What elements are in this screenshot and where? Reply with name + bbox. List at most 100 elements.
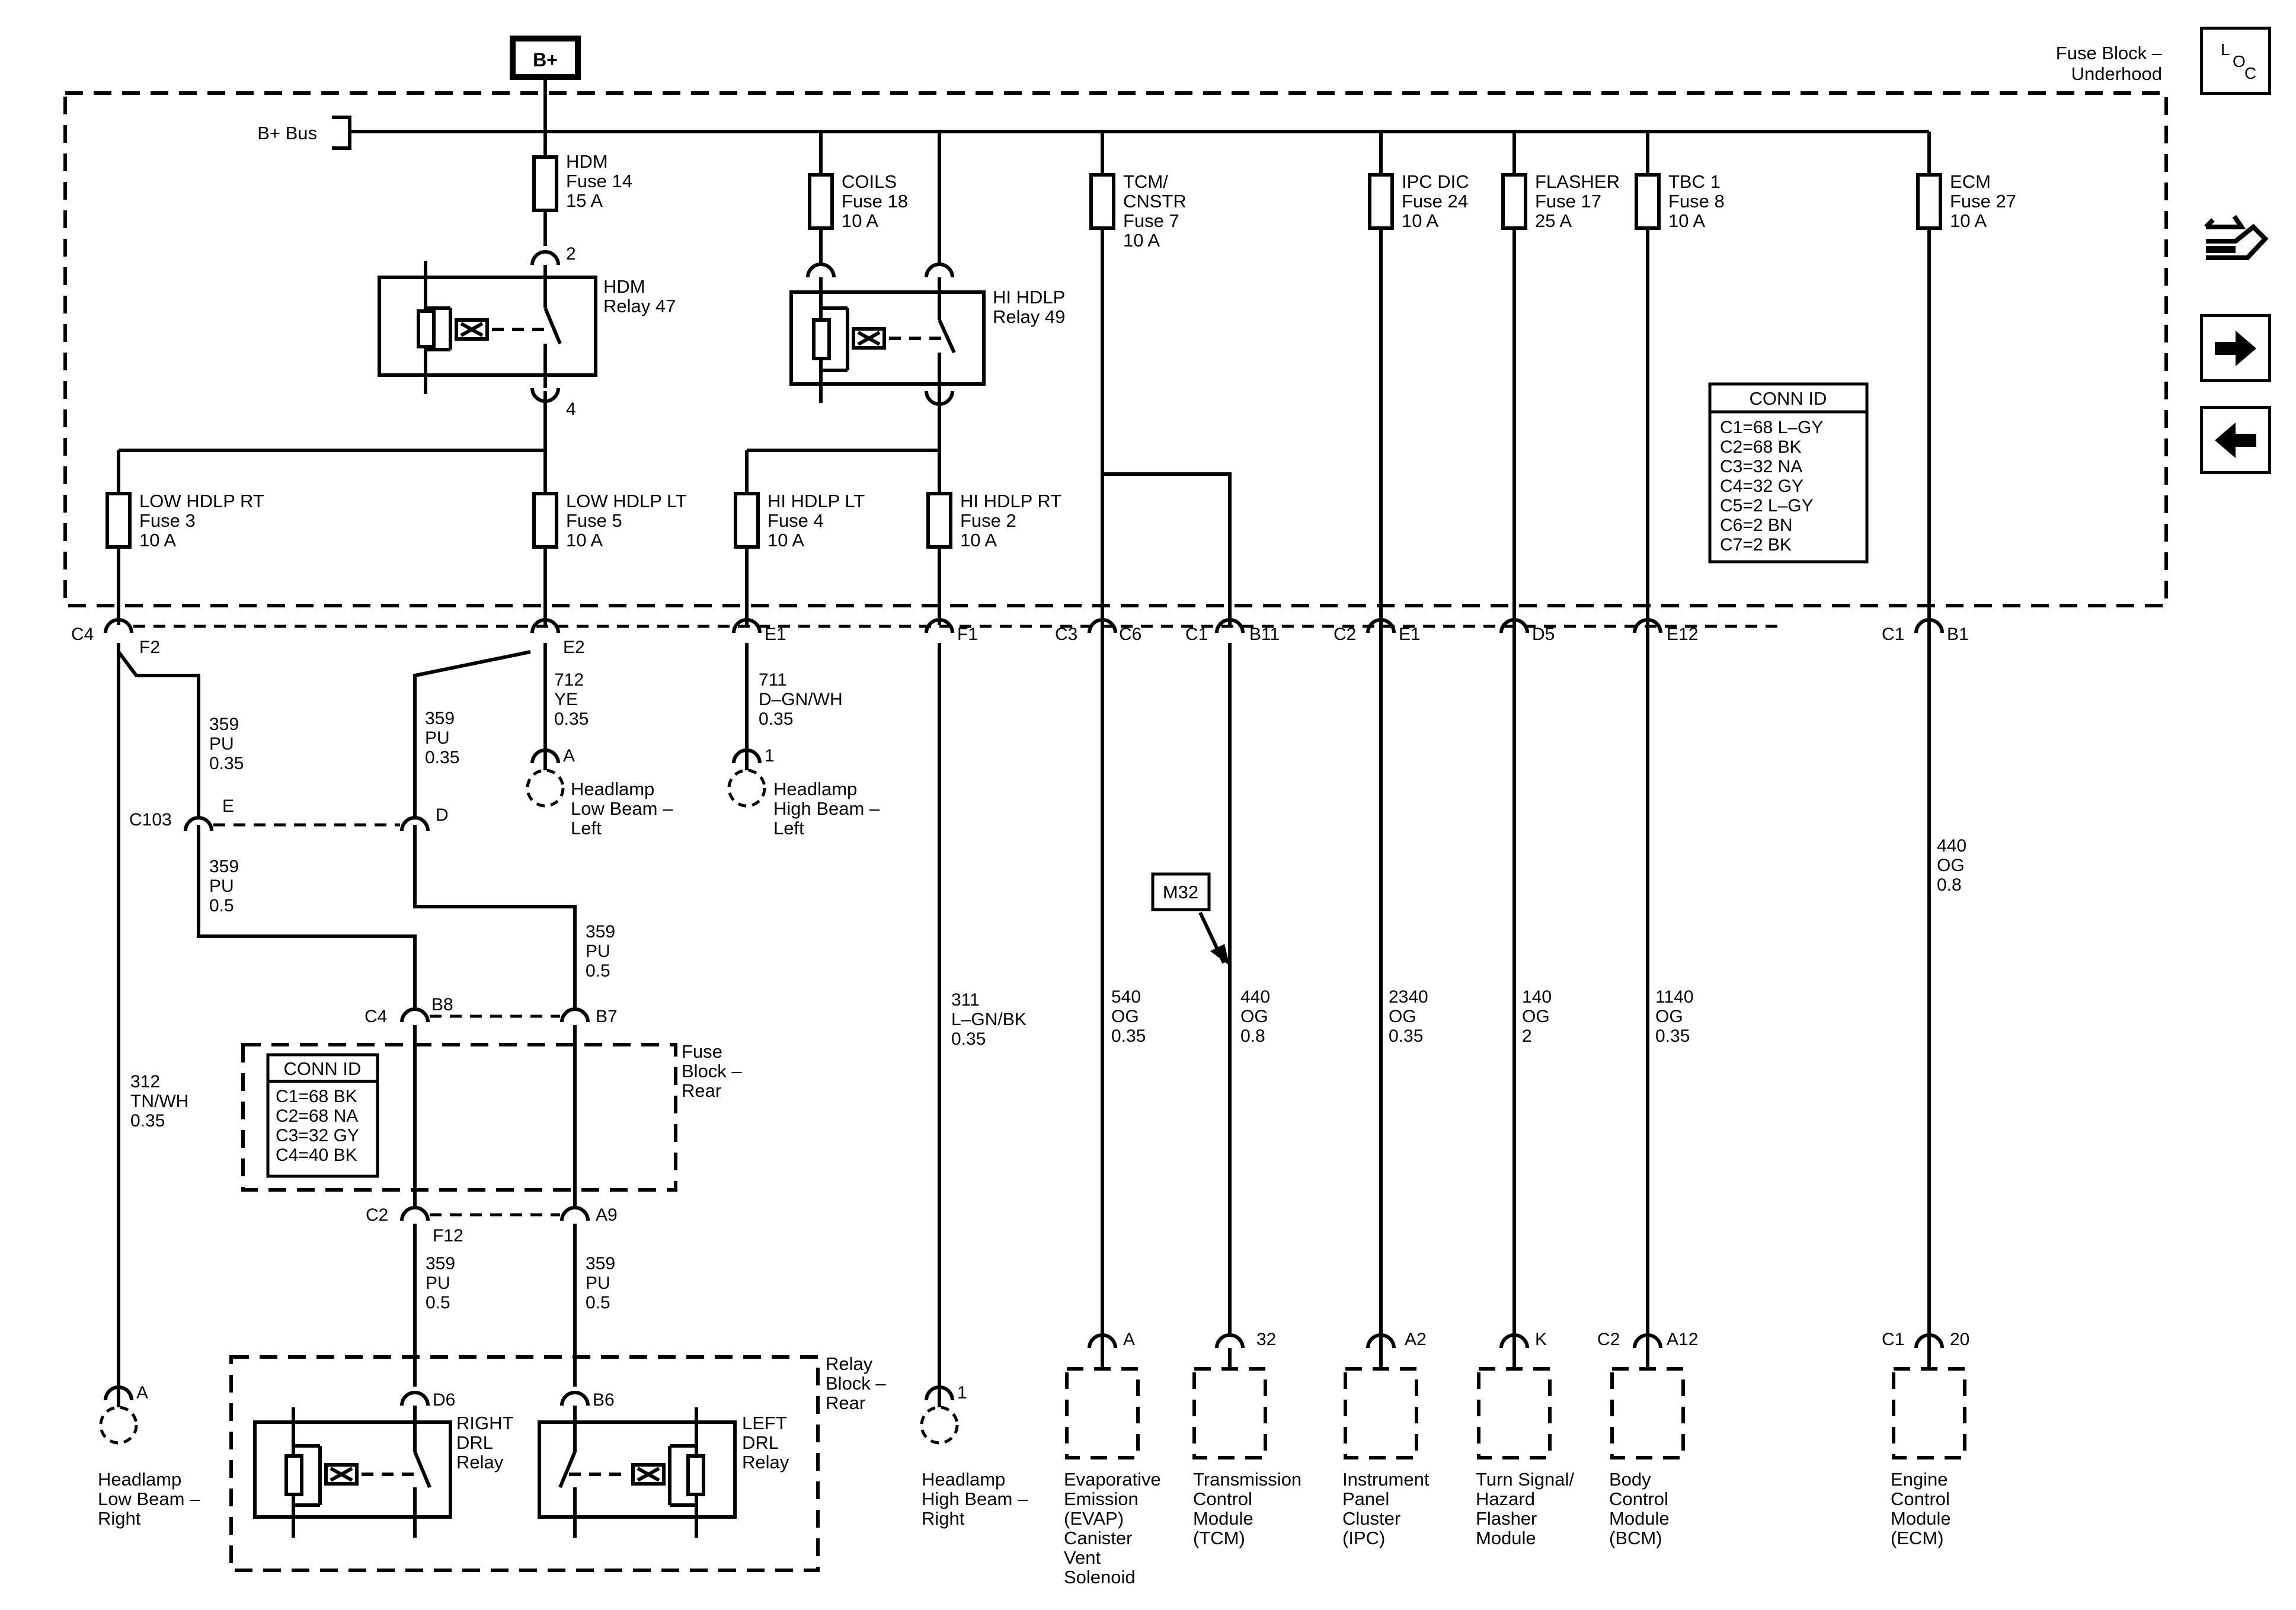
loc-button[interactable]: L O C — [2200, 27, 2271, 95]
battery-label: B+ — [533, 49, 558, 71]
pin-b11: B11 — [1249, 625, 1280, 644]
wire-label: 359 — [425, 709, 455, 728]
pin-e12: E12 — [1667, 625, 1698, 644]
fuse-block-rear-label: Fuse — [682, 1041, 722, 1062]
pin-e1: E1 — [1399, 625, 1421, 644]
connector-view-button[interactable] — [2200, 204, 2271, 281]
fuse-rating: 10 A — [842, 210, 878, 231]
svg-text:Flasher: Flasher — [1476, 1508, 1537, 1529]
wire-labels: 359 PU 0.35 359 PU 0.35 712 YE 0.35 711 … — [130, 670, 1966, 1313]
svg-text:Left: Left — [571, 818, 602, 838]
wire-label: 540 — [1111, 987, 1141, 1007]
conn-id-row: C6=2 BN — [1720, 516, 1793, 535]
fuse-number: Fuse 27 — [1950, 191, 2016, 212]
fuse-label: HI HDLP RT — [960, 491, 1061, 511]
wire-label: 359 — [586, 1254, 615, 1273]
flasher-module-box — [1477, 1367, 1552, 1459]
fuse-label-2: CNSTR — [1123, 191, 1187, 212]
pin-c2: C2 — [366, 1205, 388, 1225]
svg-text:Transmission: Transmission — [1193, 1469, 1302, 1490]
fuse-label: TCM/ — [1123, 171, 1168, 192]
fuse-label: FLASHER — [1535, 171, 1620, 192]
wire-label: YE — [554, 690, 578, 709]
conn-id-row: C1=68 BK — [276, 1087, 357, 1106]
fuse-ecm: ECM Fuse 27 10 A — [1918, 171, 2016, 231]
wire-label: 312 — [130, 1072, 160, 1092]
fuse-number: Fuse 2 — [960, 510, 1016, 531]
pin-c4: C4 — [364, 1007, 387, 1026]
svg-text:(BCM): (BCM) — [1609, 1528, 1662, 1548]
svg-text:Control: Control — [1193, 1489, 1252, 1509]
previous-page-button[interactable] — [2200, 406, 2271, 474]
wire-label: 1140 — [1655, 987, 1694, 1007]
wire-label: OG — [1389, 1007, 1416, 1026]
svg-text:Control: Control — [1891, 1489, 1950, 1509]
left-drl-label: DRL — [742, 1432, 779, 1453]
conn-id-rear: CONN ID C1=68 BK C2=68 NA C3=32 GY C4=40… — [266, 1053, 379, 1178]
wire-label: 0.35 — [1389, 1026, 1423, 1046]
tcm-module-box — [1192, 1367, 1267, 1459]
fuse-block-rear: C4 B8 B7 C2 F12 A9 Fuse Block – Rear — [364, 995, 742, 1246]
wire-label: PU — [425, 728, 450, 748]
svg-text:Headlamp: Headlamp — [922, 1469, 1005, 1490]
fuse-number: Fuse 4 — [768, 510, 824, 531]
pin-b6: B6 — [593, 1390, 615, 1410]
wire-label: D–GN/WH — [759, 690, 843, 709]
wire-label: PU — [426, 1273, 450, 1293]
right-drl-relay — [253, 1393, 452, 1538]
pin-d: D — [436, 805, 449, 825]
svg-text:Headlamp: Headlamp — [773, 779, 857, 799]
svg-text:Cluster: Cluster — [1342, 1508, 1400, 1529]
fuse-label: COILS — [842, 171, 897, 192]
wire-label: 0.35 — [1111, 1026, 1146, 1046]
svg-text:Module: Module — [1193, 1508, 1253, 1529]
pin-1: 1 — [957, 1383, 967, 1403]
svg-text:Left: Left — [773, 818, 804, 838]
pin-f1: F1 — [957, 625, 978, 644]
pin-1: 1 — [765, 746, 775, 766]
pin-b1: B1 — [1947, 625, 1969, 644]
wire-label: OG — [1937, 856, 1965, 875]
wire-label: 0.5 — [426, 1293, 450, 1313]
wire-label: PU — [586, 942, 610, 961]
wire-label: OG — [1240, 1007, 1268, 1026]
svg-text:Hazard: Hazard — [1476, 1489, 1535, 1509]
fuse-rating: 10 A — [768, 530, 804, 550]
svg-text:Canister: Canister — [1064, 1528, 1132, 1548]
svg-text:(IPC): (IPC) — [1342, 1528, 1385, 1548]
svg-text:(TCM): (TCM) — [1193, 1528, 1245, 1548]
wire-label: 711 — [759, 670, 787, 690]
fuse-block-rear-label: Rear — [682, 1080, 721, 1101]
arrow-left-icon — [2215, 422, 2256, 458]
conn-id-row: C4=32 GY — [1720, 476, 1803, 496]
wire-label: L–GN/BK — [951, 1010, 1027, 1029]
conn-id-row: C4=40 BK — [276, 1145, 357, 1165]
headlamp-high-left-icon — [727, 769, 766, 808]
pin-a12: A12 — [1667, 1330, 1698, 1349]
fuse-number: Fuse 14 — [566, 171, 632, 191]
wire-label: 0.5 — [586, 961, 610, 981]
fuse-rating: 10 A — [139, 530, 176, 550]
next-page-button[interactable] — [2200, 314, 2271, 382]
loc-icon: L O C — [2221, 40, 2256, 82]
pin-c1: C1 — [1185, 625, 1208, 644]
pin-20: 20 — [1950, 1330, 1969, 1349]
svg-text:Right: Right — [922, 1508, 965, 1529]
pin-c103: C103 — [129, 810, 172, 830]
conn-id-underhood: CONN ID C1=68 L–GY C2=68 BK C3=32 NA C4=… — [1708, 382, 1869, 564]
wire-label: 0.35 — [425, 748, 459, 767]
conn-id-title: CONN ID — [284, 1058, 362, 1079]
pin-d6: D6 — [433, 1390, 455, 1410]
pin-e: E — [222, 796, 234, 816]
headlamp-low-left-label: Headlamp Low Beam – Left — [571, 779, 673, 838]
svg-text:Low Beam –: Low Beam – — [571, 798, 673, 819]
conn-id-row: C2=68 BK — [1720, 437, 1802, 457]
hi-hdlp-relay — [789, 264, 986, 404]
fuse-hi-hdlp-lt: HI HDLP LT Fuse 4 10 A — [736, 491, 865, 550]
ecm-label: Engine Control Module (ECM) — [1891, 1469, 1951, 1548]
wire-label: OG — [1522, 1007, 1550, 1026]
pin-f2: F2 — [139, 638, 160, 657]
svg-text:Body: Body — [1609, 1469, 1651, 1490]
fuse-low-hdlp-lt: LOW HDLP LT Fuse 5 10 A — [534, 491, 687, 550]
headlamp-low-right-icon — [99, 1406, 138, 1445]
